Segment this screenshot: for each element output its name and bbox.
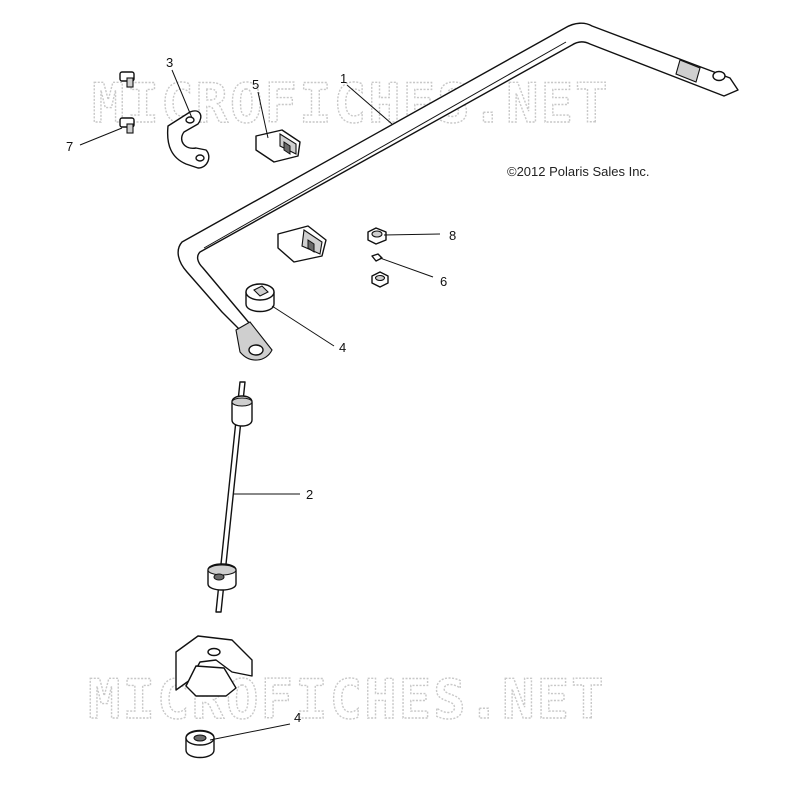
callout-5: 5 — [252, 77, 259, 92]
watermark-bottom: MICROFICHES.NET — [88, 668, 606, 731]
bolts — [119, 71, 135, 134]
callout-4-lower: 4 — [294, 710, 301, 725]
callout-3: 3 — [166, 55, 173, 70]
nut-6 — [371, 253, 389, 288]
copyright-notice: ©2012 Polaris Sales Inc. — [507, 164, 650, 179]
clamp-bracket — [166, 110, 210, 169]
stabilizer-bar — [177, 22, 739, 361]
link-rod — [207, 381, 253, 613]
bushing-lower — [277, 225, 327, 263]
bushing-upper — [255, 129, 301, 163]
grommet-lower — [185, 729, 215, 759]
callout-7: 7 — [66, 139, 73, 154]
mount-bracket — [175, 635, 253, 697]
callout-1: 1 — [340, 71, 347, 86]
callout-6: 6 — [440, 274, 447, 289]
callout-2: 2 — [306, 487, 313, 502]
callout-4-upper: 4 — [339, 340, 346, 355]
grommet-upper — [245, 283, 275, 313]
callout-8: 8 — [449, 228, 456, 243]
leader-lines — [79, 69, 441, 741]
nut-8 — [367, 227, 387, 245]
